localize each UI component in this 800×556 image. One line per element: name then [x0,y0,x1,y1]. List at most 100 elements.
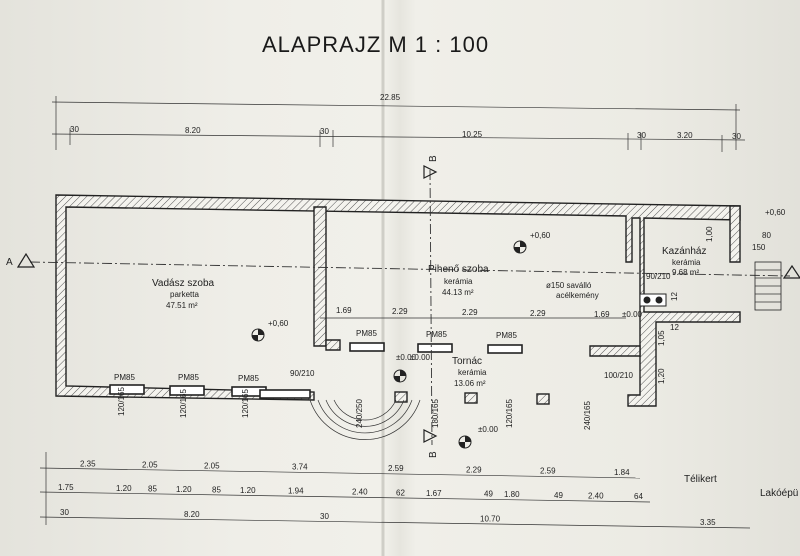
dim-top-7: 30 [732,132,741,141]
chimney-symbol [639,293,667,307]
room-hunting-floor: parketta [170,290,199,299]
section-a-marker-icon [16,252,36,268]
bottom-row-3-value: 30 [320,512,329,521]
window-tag-6: PM85 [496,331,517,340]
dim-inner-1: 1.69 [336,306,352,315]
opening-tag-1: 120/165 [117,387,126,416]
section-a-marker-right-icon [782,264,800,279]
room-hunting-area: 47.51 m² [166,301,198,310]
opening-tag-3: 120/165 [241,389,250,418]
bottom-row-3-value: 3.35 [700,518,716,527]
bottom-row-2-value: 64 [634,492,643,501]
dim-inner-2: 2.29 [392,307,408,316]
bottom-row-1-value: 2.59 [540,467,556,476]
bottom-row-2-value: 1.75 [58,483,74,492]
dim-top-6: 3.20 [677,131,693,140]
section-b-bottom-label: B [428,451,439,458]
section-b-top-marker-icon [423,165,438,179]
room-porch-floor: kerámia [458,368,487,377]
bottom-dimension-lines [39,452,751,529]
level-rest: +0,60 [530,231,551,240]
bottom-dimension-row-2: 1.75 1.20 85 1.20 85 1.20 1.94 2.40 62 1.67 49 1.80… [58,483,643,501]
bottom-row-3-value: 30 [60,508,69,517]
level-boiler-floor: ±0.00 [622,310,643,319]
porch-posts [394,391,550,405]
window-tag-5: PM85 [426,330,447,339]
misc-dim-3: 1,05 [657,330,666,346]
room-porch-area: 13.06 m² [454,379,486,388]
dim-total-width: 22.85 [380,93,401,102]
level-porch: ±0.00 [410,353,431,362]
room-boiler-floor: kerámia [672,258,701,267]
dim-top-4: 10.25 [462,130,483,139]
dim-top-5: 30 [637,131,646,140]
room-rest-name: Pihenő szoba [428,264,489,275]
window-tag-1: PM85 [114,373,135,382]
room-hunting-name: Vadász szoba [152,278,215,289]
bottom-row-2-value: 85 [148,484,157,493]
level-outside: ±0.00 [478,425,499,434]
window-tag-4: PM85 [356,329,377,338]
label-house: Lakóépü [760,488,798,499]
door-tag-1: 90/210 [290,369,315,378]
bottom-row-1-value: 2.05 [204,461,220,470]
misc-dim-4: 80 [762,231,771,240]
bottom-row-2-value: 85 [212,485,221,494]
bottom-row-1-value: 2.59 [388,464,404,473]
section-b-top-label: B [428,155,439,162]
room-porch-name: Tornác [452,356,482,367]
bottom-row-1-value: 3.74 [292,463,308,472]
window-tag-2: PM85 [178,373,199,382]
bottom-row-2-value: 1.20 [176,485,192,494]
opening-tag-4: 240/250 [355,399,364,428]
misc-dim-2: 1,20 [657,368,666,384]
room-boiler-name: Kazánház [662,246,706,257]
exterior-stair [754,261,782,311]
top-dimension-lines [51,96,746,152]
bottom-row-2-value: 62 [396,488,405,497]
misc-dim-1: 1,00 [705,226,714,242]
entrance-steps [309,399,421,440]
bottom-row-2-value: 49 [554,491,563,500]
bottom-row-2-value: 1.20 [240,486,256,495]
chimney-note-2: acélkemény [556,291,599,300]
room-boiler-area: 9.68 m² [672,268,699,277]
section-b-axis [429,169,433,446]
bottom-row-2-value: 49 [484,490,493,499]
section-a-label: A [6,257,13,268]
dim-top-3: 30 [320,127,329,136]
bottom-dimension-row-1: 2.35 2.05 2.05 3.74 2.59 2.29 2.59 1.84 [80,459,630,477]
bottom-row-1-value: 2.05 [142,460,158,469]
bottom-row-2-value: 2.40 [352,488,368,497]
opening-tag-2: 120/165 [179,389,188,418]
building-walls [55,194,741,407]
section-a-axis [29,261,791,277]
bottom-row-2-value: 1.67 [426,489,442,498]
level-hunting: +0,60 [268,319,289,328]
bottom-row-2-value: 2.40 [588,491,604,500]
section-b-bottom-marker-icon [423,429,438,443]
windows [109,342,523,399]
dim-inner-3: 2.29 [462,308,478,317]
misc-dim-7: ±0.00 [396,353,417,362]
bottom-row-2-value: 1.94 [288,487,304,496]
bottom-row-1-value: 1.84 [614,468,630,477]
room-rest-area: 44.13 m² [442,288,474,297]
label-winter-garden: Télikert [684,474,717,485]
bottom-row-2-value: 1.20 [116,484,132,493]
bottom-row-1-value: 2.35 [80,459,96,468]
level-markers [251,240,527,449]
bottom-row-3-value: 10.70 [480,515,501,524]
bottom-row-2-value: 1.80 [504,490,520,499]
dim-top-2: 8.20 [185,126,201,135]
door-tag-4: 150 [752,243,766,252]
misc-dim-5: 12 [670,292,679,301]
plan-title: ALAPRAJZ M 1 : 100 [262,32,489,57]
misc-dim-6: 12 [670,323,679,332]
door-tag-3: 100/210 [604,371,633,380]
dim-inner-4: 2.29 [530,309,546,318]
bottom-row-1-value: 2.29 [466,465,482,474]
